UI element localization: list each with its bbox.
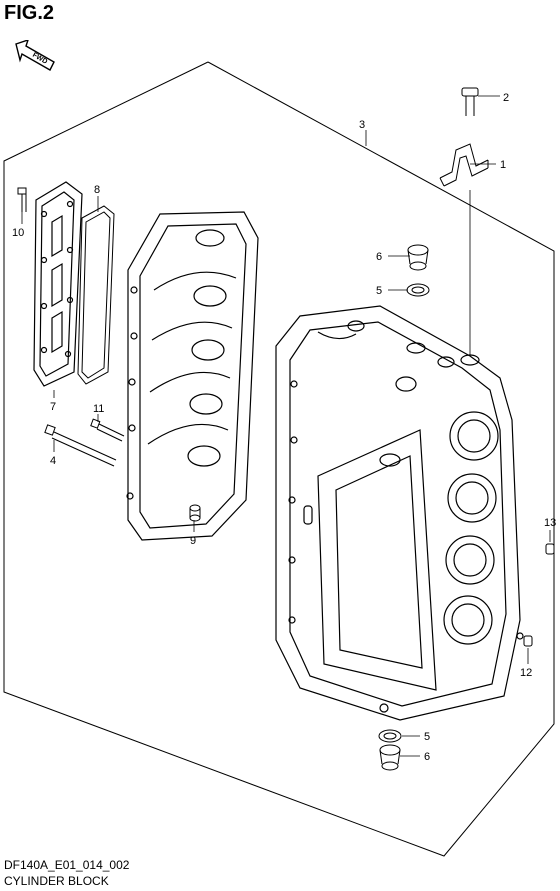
diagram-name: CYLINDER BLOCK [4,874,109,888]
long-bolt-11 [90,418,125,442]
callout-8: 8 [94,184,100,196]
callout-1: 1 [500,159,506,171]
washer-5-upper [406,283,430,297]
callout-4: 4 [50,455,56,467]
callout-3: 3 [359,119,365,131]
dowel-pin-9 [189,504,201,522]
callout-13: 13 [544,517,556,529]
callout-5-lower: 5 [424,731,430,743]
exhaust-cover-plate [33,181,83,387]
exhaust-cover-gasket [77,205,115,385]
plug-6-lower [379,744,401,771]
pin-13 [545,543,555,555]
crankcase-half [126,211,259,541]
callout-12: 12 [520,667,532,679]
callout-2: 2 [503,92,509,104]
callout-6-upper: 6 [376,251,382,263]
bracket-clamp-1 [439,143,489,187]
cylinder-block [275,305,524,721]
bolt-2 [461,87,479,116]
figure-title: FIG.2 [4,2,55,24]
plug-6-upper [407,244,429,271]
callout-11: 11 [93,403,104,415]
callout-10: 10 [12,227,24,239]
callout-5-upper: 5 [376,285,382,297]
long-bolt-4 [44,424,117,467]
callout-labels: 3 2 1 6 5 8 10 7 11 4 9 13 12 5 6 [12,92,556,763]
callout-6-lower: 6 [424,751,430,763]
callout-9: 9 [190,535,196,547]
leader-lines [21,95,551,757]
bolt-10 [17,187,27,212]
washer-5-lower [378,729,402,743]
pin-12 [523,635,533,647]
diagram-code: DF140A_E01_014_002 [4,858,130,872]
callout-7: 7 [50,401,56,413]
assembly-boundary [3,61,555,857]
forward-direction-arrow-icon: FWD [15,40,55,71]
